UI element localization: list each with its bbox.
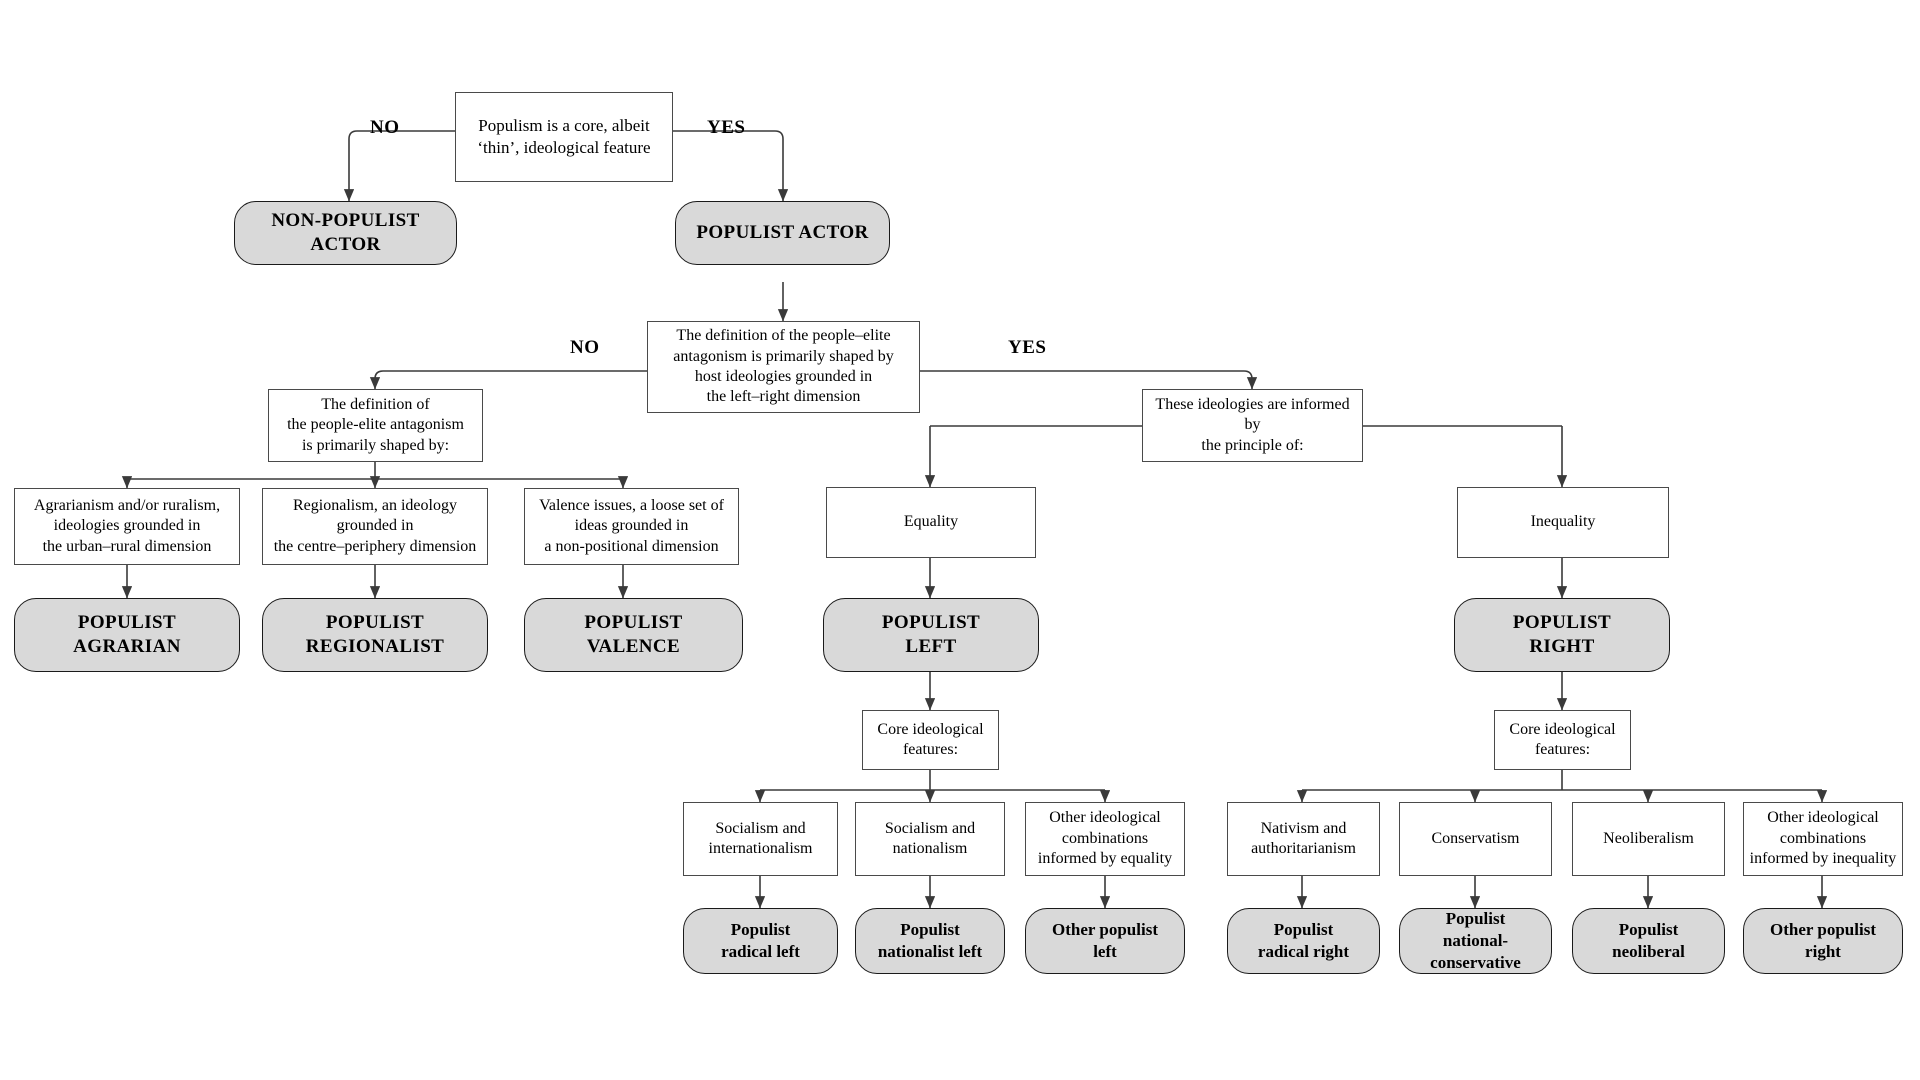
node-other-populist-right[interactable]: Other populist right [1743, 908, 1903, 974]
node-socialism-internationalism[interactable]: Socialism and internationalism [683, 802, 838, 876]
node-core-features-right[interactable]: Core ideological features: [1494, 710, 1631, 770]
node-populist-actor[interactable]: POPULIST ACTOR [675, 201, 890, 265]
node-inequality[interactable]: Inequality [1457, 487, 1669, 558]
node-populist-agrarian[interactable]: POPULIST AGRARIAN [14, 598, 240, 672]
node-populist-neoliberal[interactable]: Populist neoliberal [1572, 908, 1725, 974]
node-populist-radical-left[interactable]: Populist radical left [683, 908, 838, 974]
edge-label-second-yes: YES [1008, 337, 1047, 358]
node-valence[interactable]: Valence issues, a loose set of ideas gro… [524, 488, 739, 565]
node-populist-radical-right[interactable]: Populist radical right [1227, 908, 1380, 974]
node-core-features-left[interactable]: Core ideological features: [862, 710, 999, 770]
node-populist-nationalist-left[interactable]: Populist nationalist left [855, 908, 1005, 974]
node-socialism-nationalism[interactable]: Socialism and nationalism [855, 802, 1005, 876]
node-equality[interactable]: Equality [826, 487, 1036, 558]
node-non-populist-actor[interactable]: NON-POPULIST ACTOR [234, 201, 457, 265]
node-shaped-by-question[interactable]: The definition of the people-elite antag… [268, 389, 483, 462]
node-neoliberalism[interactable]: Neoliberalism [1572, 802, 1725, 876]
node-left-right-question[interactable]: The definition of the people–elite antag… [647, 321, 920, 413]
node-populist-valence[interactable]: POPULIST VALENCE [524, 598, 743, 672]
node-conservatism[interactable]: Conservatism [1399, 802, 1552, 876]
node-populist-left[interactable]: POPULIST LEFT [823, 598, 1039, 672]
node-populist-national-conservative[interactable]: Populist national-conservative [1399, 908, 1552, 974]
node-populist-right[interactable]: POPULIST RIGHT [1454, 598, 1670, 672]
node-nativism-authoritarianism[interactable]: Nativism and authoritarianism [1227, 802, 1380, 876]
node-root-question[interactable]: Populism is a core, albeit ‘thin’, ideol… [455, 92, 673, 182]
node-other-inequality[interactable]: Other ideological combinations informed … [1743, 802, 1903, 876]
edge-label-root-yes: YES [707, 117, 746, 138]
node-principle-question[interactable]: These ideologies are informed by the pri… [1142, 389, 1363, 462]
node-other-equality[interactable]: Other ideological combinations informed … [1025, 802, 1185, 876]
node-populist-regionalist[interactable]: POPULIST REGIONALIST [262, 598, 488, 672]
edge-label-second-no: NO [570, 337, 600, 358]
edge-label-root-no: NO [370, 117, 400, 138]
node-agrarianism[interactable]: Agrarianism and/or ruralism, ideologies … [14, 488, 240, 565]
node-regionalism[interactable]: Regionalism, an ideology grounded in the… [262, 488, 488, 565]
node-other-populist-left[interactable]: Other populist left [1025, 908, 1185, 974]
